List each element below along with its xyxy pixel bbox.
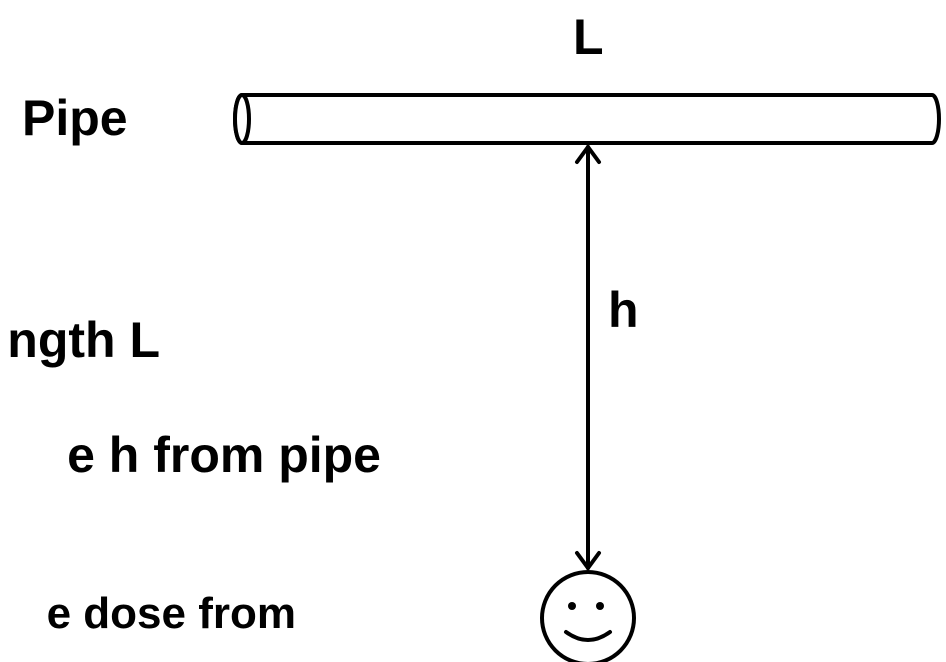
smile [564,630,612,642]
face-outline [540,570,636,662]
pipe-end-cap [233,93,251,145]
text-line-distance: e h from pipe [67,427,381,483]
pipe-body [233,93,941,145]
text-line-dose: e dose from [46,589,296,638]
arrowhead-top [575,143,601,164]
height-label: h [608,282,639,338]
left-eye [568,602,576,610]
right-eye [596,602,604,610]
length-label: L [573,9,604,65]
person-smiley-icon [540,570,636,662]
arrowhead-bottom [575,551,601,572]
pipe-shape [233,93,941,145]
double-arrow-icon [575,143,601,572]
pipe-label: Pipe [22,90,128,146]
text-line-length: ngth L [7,312,160,368]
